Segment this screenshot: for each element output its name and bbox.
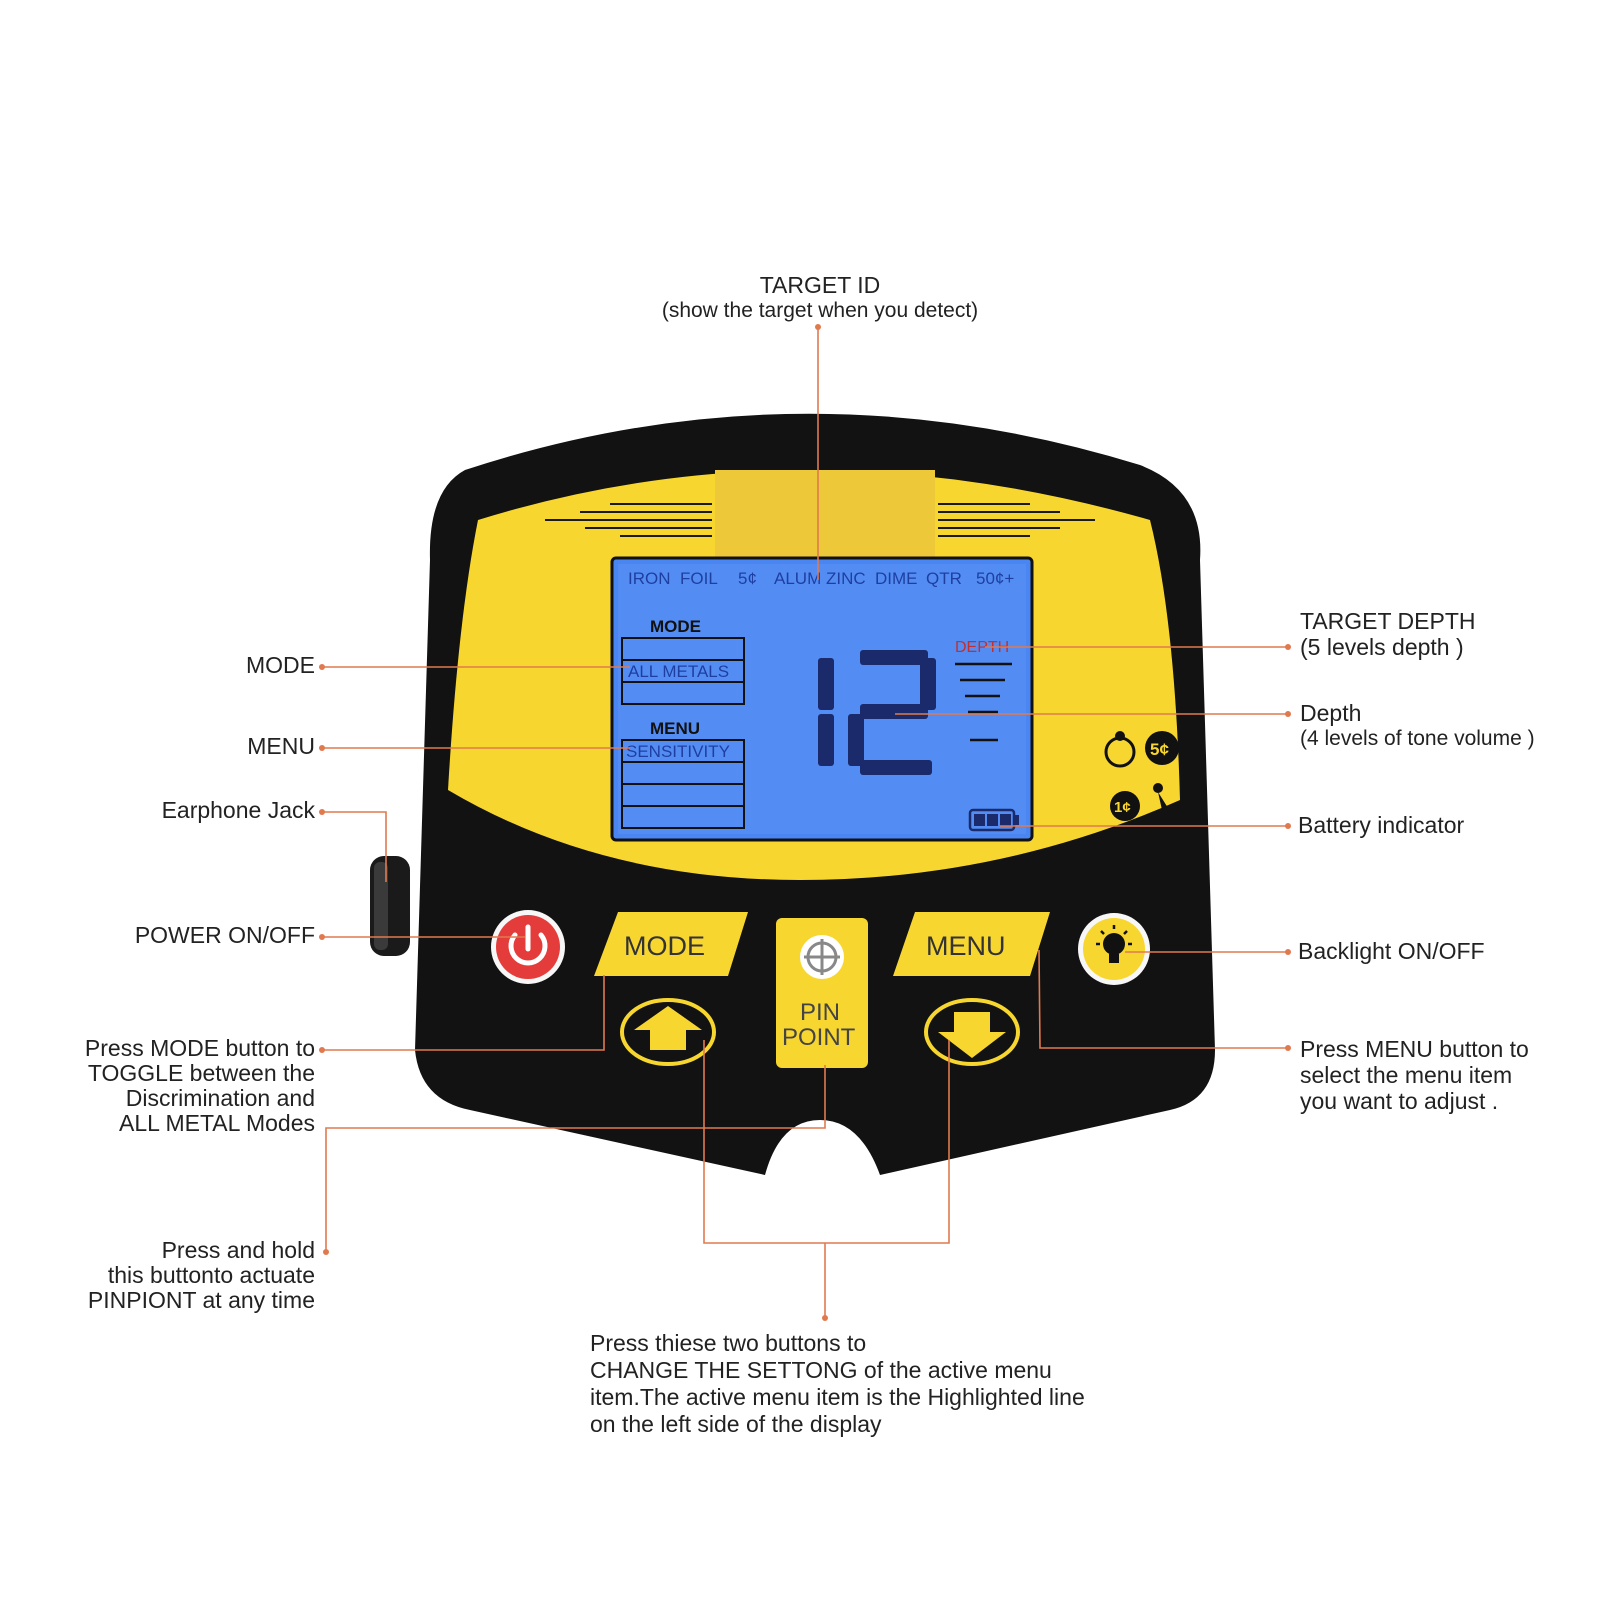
five-cent-icon: 5¢ (1145, 731, 1179, 765)
callout-target-id-title: TARGET ID (759, 272, 881, 298)
svg-text:1¢: 1¢ (1114, 799, 1131, 816)
svg-text:MODE: MODE (624, 931, 705, 961)
leader-dots (319, 324, 1291, 1321)
crosshair-icon (800, 935, 844, 979)
depth-bars (955, 662, 1012, 742)
scale-iron: IRON (628, 569, 671, 588)
lcd-mode-box (621, 637, 745, 705)
lcd-mode-value: ALL METALS (628, 662, 729, 681)
up-button[interactable] (620, 998, 716, 1066)
pull-tab-icon (1153, 783, 1168, 810)
backlight-button[interactable] (1078, 913, 1150, 985)
callout-target-id-sub: (show the target when you detect) (661, 299, 979, 322)
callout-earphone: Earphone Jack (161, 797, 315, 823)
menu-button[interactable]: MENU (893, 912, 1050, 976)
callout-pinpoint-press: Press and hold this buttonto actuate PIN… (87, 1237, 315, 1313)
scale-qtr: QTR (926, 569, 962, 588)
speaker-grille (545, 503, 1095, 537)
scale-5c: 5¢ (738, 569, 757, 588)
scale-dime: DIME (875, 569, 918, 588)
callout-mode: MODE (246, 652, 315, 678)
battery-icon (968, 808, 1019, 832)
callout-power: POWER ON/OFF (134, 922, 315, 948)
mode-button[interactable]: MODE (594, 912, 748, 976)
lcd-menu-box (621, 739, 745, 829)
scale-alum: ALUM (774, 569, 821, 588)
callout-backlight: Backlight ON/OFF (1298, 938, 1485, 964)
callout-arrows-press: Press thiese two buttons to CHANGE THE S… (590, 1330, 1085, 1437)
lcd-menu-value: SENSITIVITY (626, 742, 730, 761)
callout-battery: Battery indicator (1298, 812, 1465, 838)
leader-lines (322, 327, 1288, 1318)
scale-foil: FOIL (680, 569, 718, 588)
callout-depth: Depth (4 levels of tone volume ) (1300, 700, 1535, 750)
power-icon (508, 924, 548, 966)
svg-text:POINT: POINT (782, 1024, 856, 1051)
callout-target-id: TARGET ID (show the target when you dete… (620, 272, 1020, 324)
callout-target-depth: TARGET DEPTH (5 levels depth ) (1300, 608, 1476, 660)
earphone-jack (370, 856, 410, 956)
lightbulb-icon (1096, 925, 1132, 963)
ring-icon (1104, 731, 1136, 768)
power-button[interactable] (491, 910, 565, 984)
arrow-up-icon (634, 1006, 702, 1050)
scale-50c: 50¢+ (976, 569, 1014, 588)
callout-menu: MENU (247, 733, 315, 759)
one-cent-icon: 1¢ (1110, 791, 1140, 821)
down-button[interactable] (924, 998, 1020, 1066)
lcd-menu-label: MENU (650, 719, 700, 738)
svg-text:MENU: MENU (926, 931, 1006, 961)
svg-text:PIN: PIN (800, 999, 840, 1026)
svg-text:5¢: 5¢ (1150, 740, 1169, 759)
lcd-depth-label: DEPTH (955, 639, 1009, 656)
lcd-mode-label: MODE (650, 617, 701, 636)
target-id-window (715, 470, 935, 558)
callout-mode-press: Press MODE button to TOGGLE between the … (84, 1035, 315, 1136)
callout-menu-press: Press MENU button to select the menu ite… (1300, 1036, 1529, 1114)
pinpoint-button[interactable]: PIN POINT (776, 918, 868, 1068)
arrow-down-icon (938, 1012, 1006, 1058)
scale-zinc: ZINC (826, 569, 866, 588)
target-readout (818, 650, 936, 775)
